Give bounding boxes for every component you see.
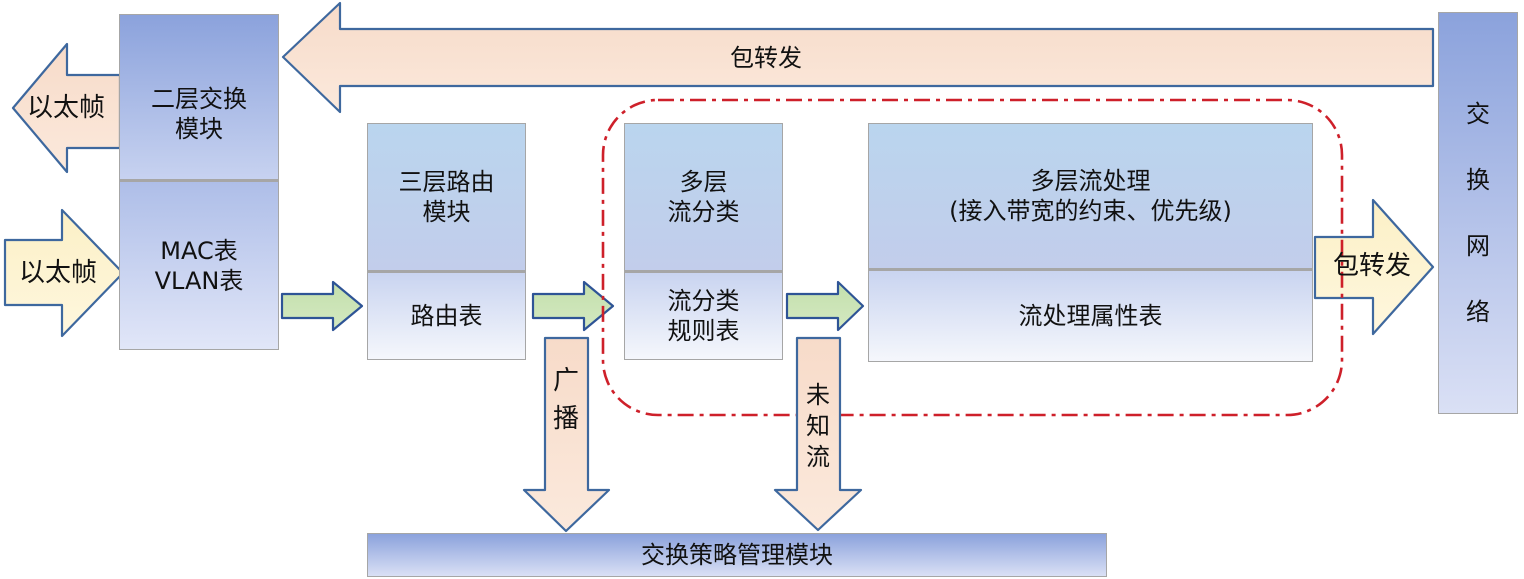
- flow-processing-module-box: 多层流处理 (接入带宽的约束、优先级) 流处理属性表: [868, 123, 1313, 362]
- broadcast-label: 广 播: [552, 366, 579, 434]
- l3-to-classify-arrow: [531, 280, 615, 332]
- section-divider: [625, 270, 782, 273]
- packet-forward-top-label: 包转发: [730, 44, 802, 72]
- ethernet-in-arrow: [3, 208, 125, 338]
- layer2-switch-module-title: 二层交换 模块: [120, 15, 278, 179]
- layer3-routing-module-title: 三层路由 模块: [368, 124, 525, 270]
- section-divider: [120, 179, 278, 182]
- multilayer-flow-dashed-boundary: [601, 98, 1344, 417]
- packet-forward-top-arrow: [281, 1, 1435, 114]
- mac-vlan-table-section: MAC表 VLAN表: [120, 182, 278, 349]
- ethernet-out-label: 以太帧: [26, 93, 105, 123]
- packet-forward-right-arrow: [1313, 198, 1435, 336]
- unknown-flow-label: 未 知 流: [806, 381, 830, 471]
- broadcast-down-arrow: [522, 336, 611, 533]
- flow-processing-attribute-table-section: 流处理属性表: [869, 271, 1312, 361]
- flow-classification-rule-table-section: 流分类 规则表: [625, 273, 782, 359]
- flow-classification-module-box: 多层 流分类 流分类 规则表: [624, 123, 783, 360]
- flow-processing-title: 多层流处理 (接入带宽的约束、优先级): [869, 124, 1312, 268]
- policy-management-module-bar: 交换策略管理模块: [367, 533, 1107, 577]
- ethernet-in-label: 以太帧: [18, 258, 97, 288]
- unknown-flow-down-arrow: [773, 336, 863, 532]
- routing-table-section: 路由表: [368, 273, 525, 359]
- layer3-routing-module-box: 三层路由 模块 路由表: [367, 123, 526, 360]
- section-divider: [869, 268, 1312, 271]
- l2-to-l3-arrow: [280, 280, 364, 332]
- layer2-switch-module-box: 二层交换 模块 MAC表 VLAN表: [119, 14, 279, 350]
- section-divider: [368, 270, 525, 273]
- policy-management-title: 交换策略管理模块: [641, 541, 833, 569]
- switch-network-box: 交 换 网 络: [1438, 12, 1518, 414]
- flow-classification-title: 多层 流分类: [625, 124, 782, 270]
- packet-forward-right-label: 包转发: [1332, 251, 1411, 281]
- classify-to-process-arrow: [785, 280, 865, 332]
- switch-network-title: 交 换 网 络: [1466, 100, 1490, 326]
